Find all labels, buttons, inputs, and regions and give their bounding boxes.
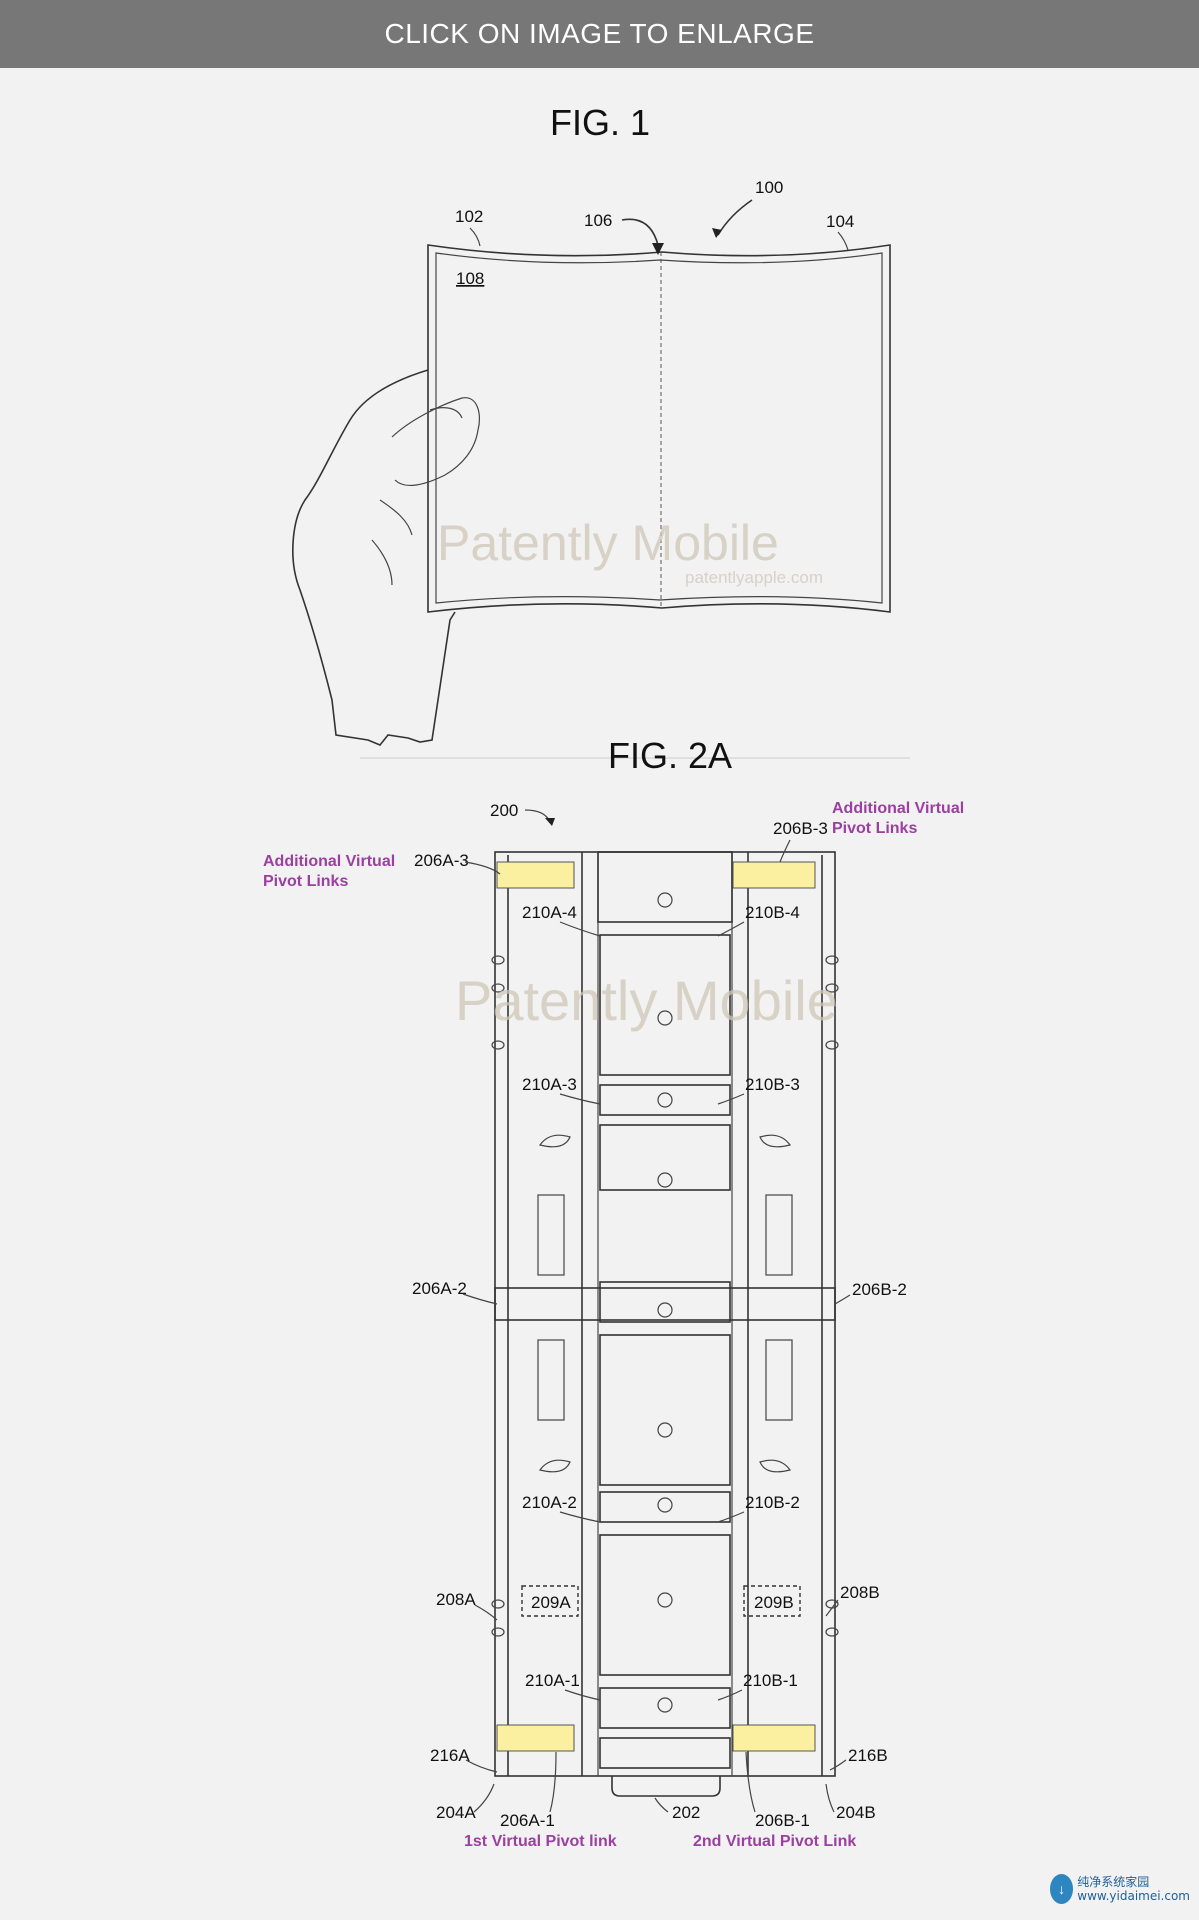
fig2a-title: FIG. 2A bbox=[608, 735, 732, 776]
banner-label: CLICK ON IMAGE TO ENLARGE bbox=[384, 18, 815, 49]
label-206b2: 206B-2 bbox=[852, 1280, 907, 1299]
foldable-device-drawing bbox=[427, 244, 891, 613]
annotation-right-top-line1: Additional Virtual bbox=[832, 800, 964, 817]
hand-drawing bbox=[292, 369, 481, 746]
label-210a4: 210A-4 bbox=[522, 903, 577, 922]
label-106: 106 bbox=[584, 211, 612, 230]
label-216b: 216B bbox=[848, 1746, 888, 1765]
fig1-title: FIG. 1 bbox=[550, 102, 650, 143]
site-logo-url: www.yidaimei.com bbox=[1077, 1889, 1190, 1903]
label-204a: 204A bbox=[436, 1803, 476, 1822]
annotation-left-top-line2: Pivot Links bbox=[263, 873, 348, 890]
site-logo-text: 纯净系统家园 bbox=[1077, 1875, 1150, 1889]
label-206b3: 206B-3 bbox=[773, 819, 828, 838]
fig1-watermark-url: patentlyapple.com bbox=[685, 568, 823, 587]
label-210b1: 210B-1 bbox=[743, 1671, 798, 1690]
label-206b1: 206B-1 bbox=[755, 1811, 810, 1830]
hinge-assembly-drawing bbox=[491, 851, 839, 1797]
label-202: 202 bbox=[672, 1803, 700, 1822]
highlight-206b1 bbox=[732, 1724, 816, 1752]
annotation-second-link: 2nd Virtual Pivot Link bbox=[693, 1833, 856, 1850]
label-208a: 208A bbox=[436, 1590, 476, 1609]
highlight-206a1 bbox=[496, 1724, 575, 1752]
site-logo[interactable]: ↓ 纯净系统家园 www.yidaimei.com bbox=[1050, 1870, 1190, 1908]
label-209b: 209B bbox=[754, 1593, 794, 1612]
label-102: 102 bbox=[455, 207, 483, 226]
label-108: 108 bbox=[456, 269, 484, 288]
site-logo-icon: ↓ bbox=[1050, 1874, 1074, 1904]
patent-figure-image[interactable]: FIG. 1 100 102 104 106 108 Patently Mobi… bbox=[0, 68, 1199, 1915]
label-208b: 208B bbox=[840, 1583, 880, 1602]
annotation-first-link: 1st Virtual Pivot link bbox=[464, 1833, 617, 1850]
label-210a2: 210A-2 bbox=[522, 1493, 577, 1512]
label-210a1: 210A-1 bbox=[525, 1671, 580, 1690]
label-206a1: 206A-1 bbox=[500, 1811, 555, 1830]
label-210b4: 210B-4 bbox=[745, 903, 800, 922]
label-210b3: 210B-3 bbox=[745, 1075, 800, 1094]
highlight-206a3 bbox=[496, 861, 575, 889]
label-104: 104 bbox=[826, 212, 854, 231]
label-100: 100 bbox=[755, 178, 783, 197]
annotation-left-top-line1: Additional Virtual bbox=[263, 853, 395, 870]
fig1-watermark: Patently Mobile bbox=[437, 515, 779, 571]
label-206a2: 206A-2 bbox=[412, 1279, 467, 1298]
label-210b2: 210B-2 bbox=[745, 1493, 800, 1512]
label-206a3: 206A-3 bbox=[414, 851, 469, 870]
highlight-206b3 bbox=[732, 861, 816, 889]
label-216a: 216A bbox=[430, 1746, 470, 1765]
label-200: 200 bbox=[490, 801, 518, 820]
label-204b: 204B bbox=[836, 1803, 876, 1822]
label-210a3: 210A-3 bbox=[522, 1075, 577, 1094]
label-209a: 209A bbox=[531, 1593, 571, 1612]
fig2a-watermark: Patently Mobile bbox=[455, 969, 838, 1032]
annotation-right-top-line2: Pivot Links bbox=[832, 820, 917, 837]
click-to-enlarge-banner[interactable]: CLICK ON IMAGE TO ENLARGE bbox=[0, 0, 1199, 68]
